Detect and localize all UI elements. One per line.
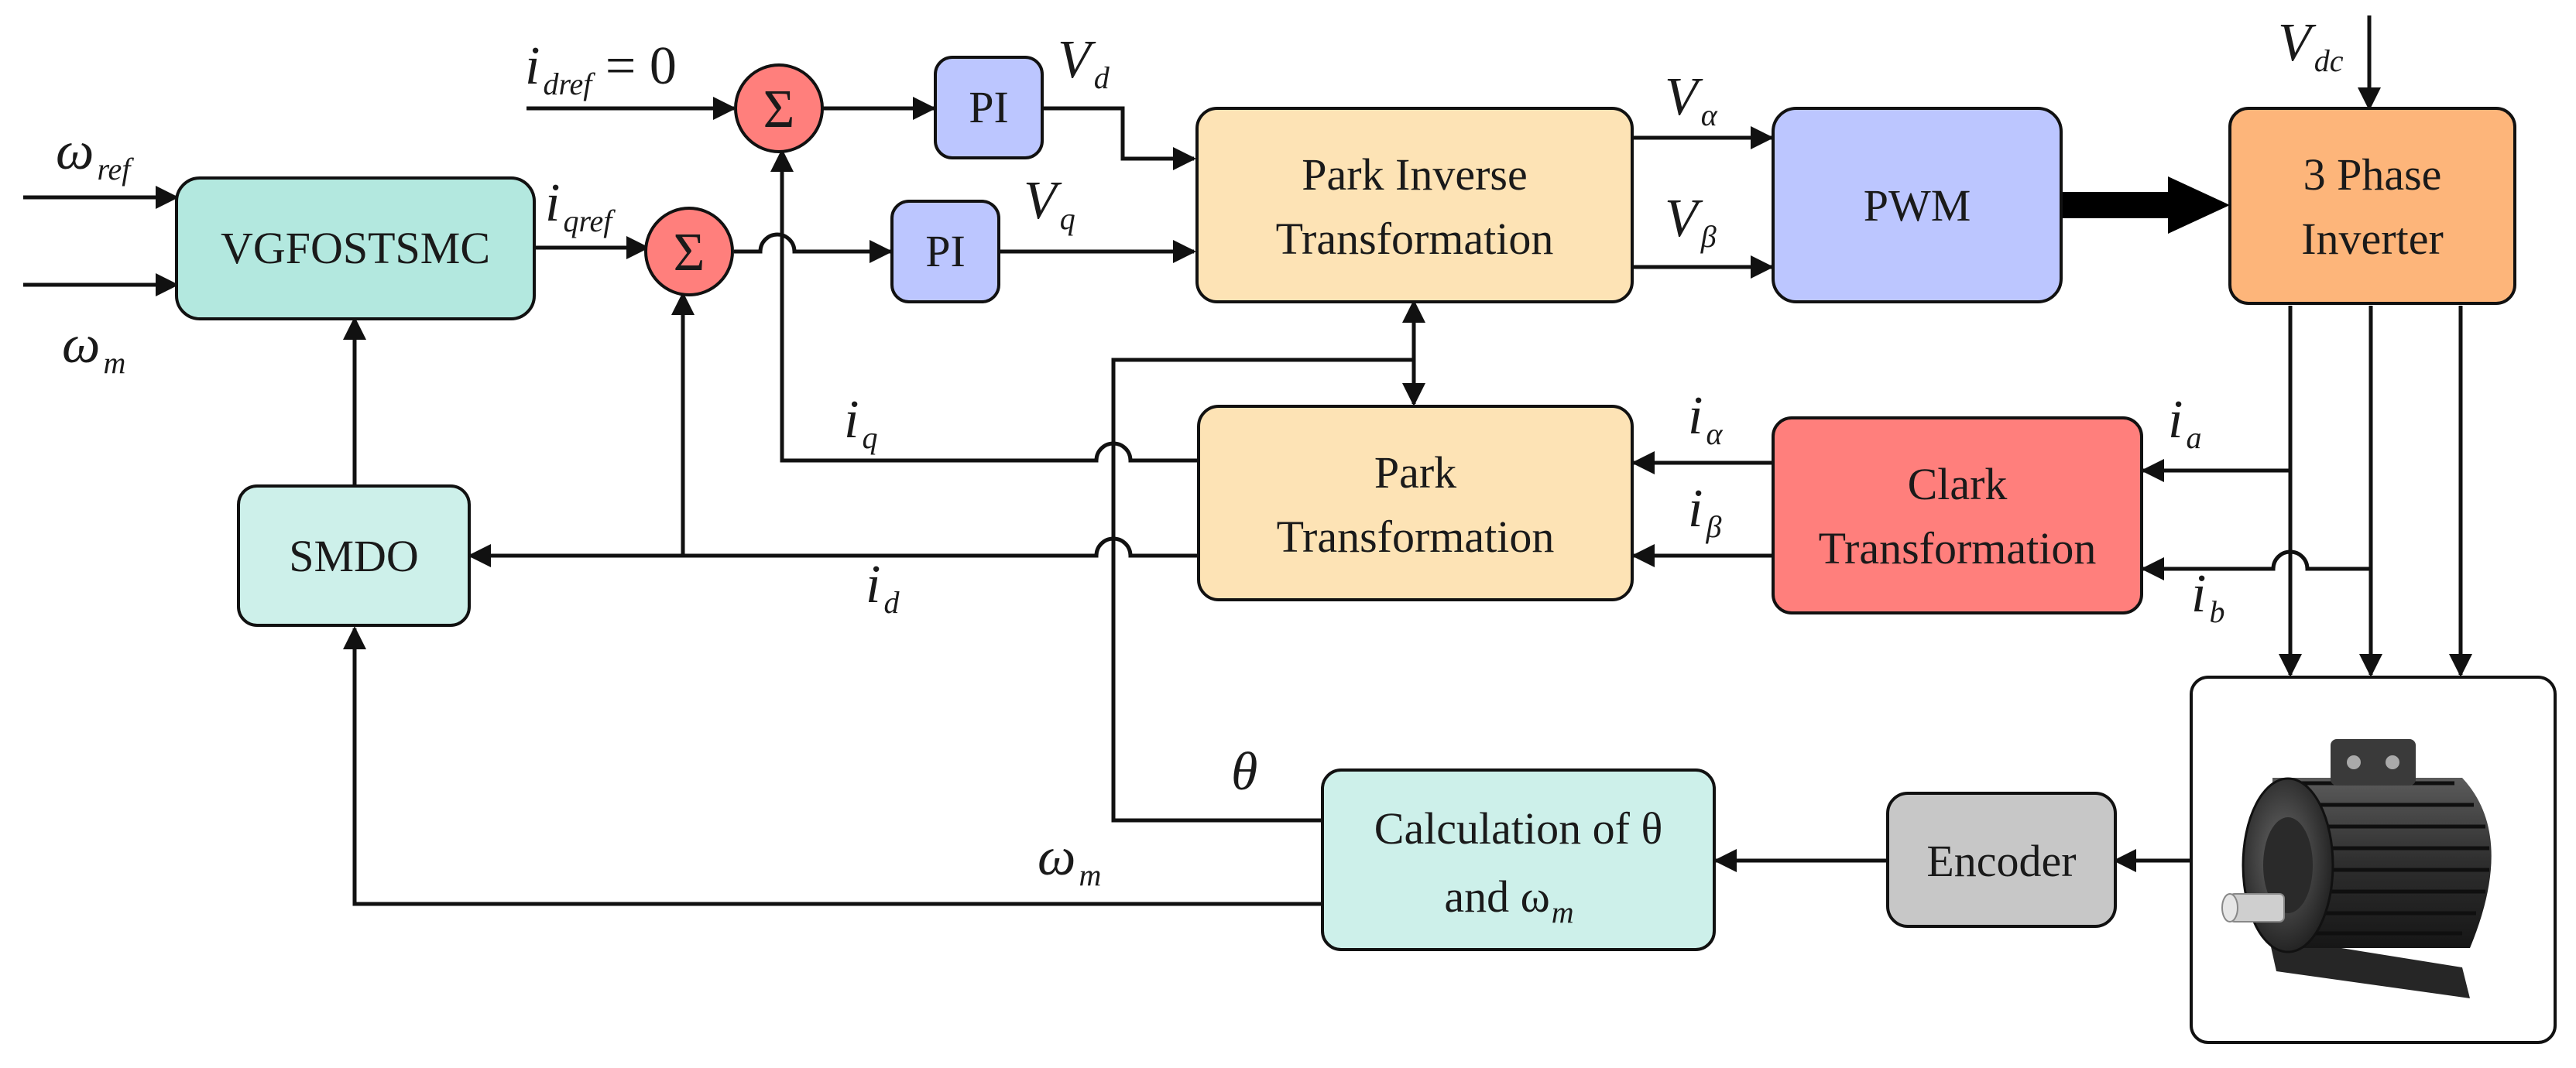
inverter-line1: 3 Phase: [2303, 149, 2442, 200]
pwm-block: PWM: [1772, 107, 2063, 303]
wires: [23, 15, 2472, 906]
calc-line2: and ωm: [1444, 871, 1573, 929]
three-phase-inverter-block: 3 Phase Inverter: [2228, 107, 2516, 305]
summing-junction-d: Σ: [734, 63, 824, 153]
pi-controller-q: PI: [890, 200, 1000, 303]
sigma-symbol: Σ: [763, 80, 795, 139]
park-inverse-transformation-block: Park Inverse Transformation: [1195, 107, 1634, 303]
park-inverse-line2: Transformation: [1276, 214, 1554, 264]
calc-line1: Calculation of θ: [1374, 803, 1662, 854]
clark-line2: Transformation: [1819, 523, 2097, 573]
park-inverse-line1: Park Inverse: [1302, 149, 1528, 200]
calculation-block: Calculation of θ and ωm: [1321, 768, 1716, 951]
vgfostsmc-label: VGFOSTSMC: [221, 223, 490, 273]
park-transformation-block: Park Transformation: [1197, 405, 1634, 601]
clark-transformation-block: Clark Transformation: [1772, 416, 2143, 614]
pi-d-label: PI: [969, 82, 1009, 132]
pi-q-label: PI: [925, 226, 966, 276]
encoder-block: Encoder: [1886, 792, 2117, 928]
motor-icon: [2221, 739, 2492, 998]
clark-line1: Clark: [1908, 459, 2008, 509]
sigma-symbol: Σ: [674, 223, 705, 282]
pwm-label: PWM: [1864, 180, 1971, 231]
encoder-label: Encoder: [1926, 836, 2076, 886]
theta-label: θ: [1231, 742, 1257, 802]
park-line1: Park: [1374, 447, 1456, 498]
summing-junction-q: Σ: [644, 207, 734, 296]
smdo-block: SMDO: [237, 484, 471, 627]
vgfostsmc-block: VGFOSTSMC: [175, 176, 536, 320]
pi-controller-d: PI: [934, 56, 1044, 159]
park-line2: Transformation: [1277, 512, 1555, 562]
smdo-label: SMDO: [289, 531, 419, 581]
inverter-line2: Inverter: [2301, 214, 2444, 264]
